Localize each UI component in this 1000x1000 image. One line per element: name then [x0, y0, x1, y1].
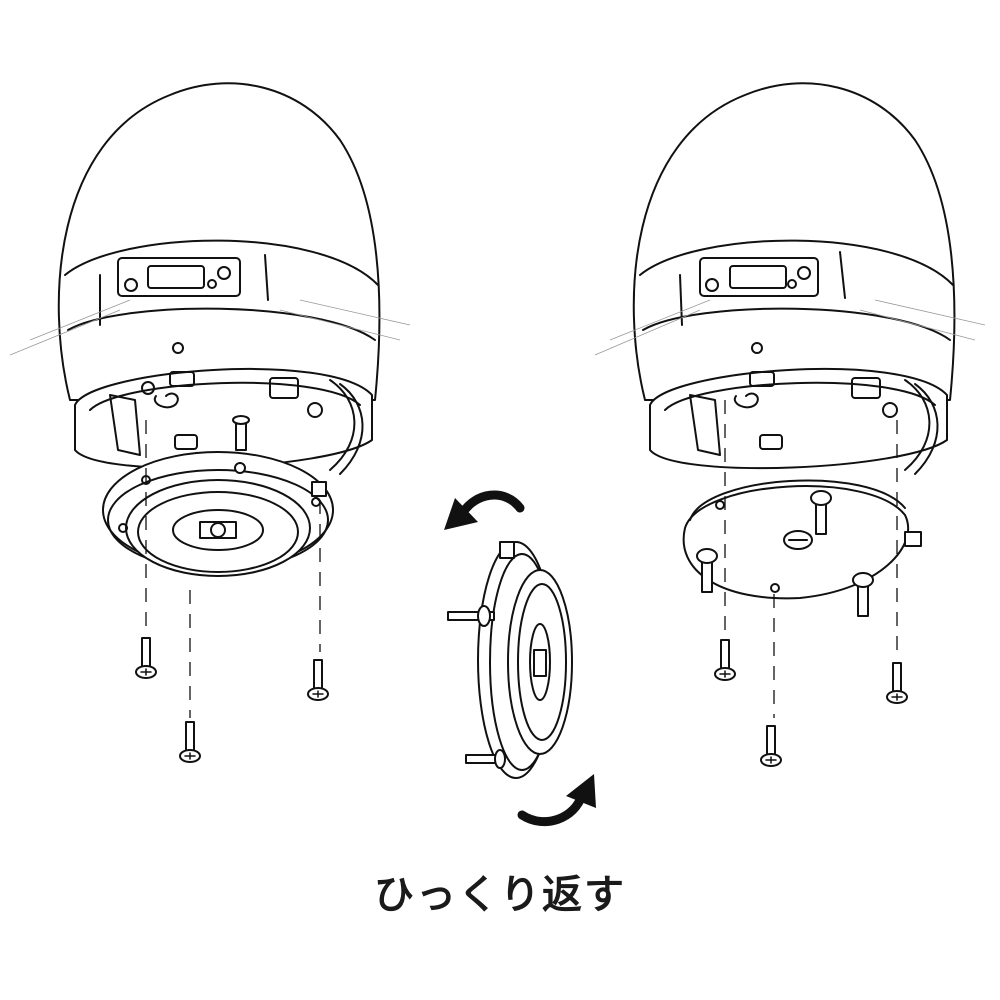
camera-right — [594, 82, 986, 767]
screw-right-1 — [714, 639, 736, 681]
rotate-arrow-top-icon — [444, 490, 525, 530]
camera-left — [9, 82, 411, 763]
screw-right-2 — [760, 725, 782, 767]
screw-left-1 — [135, 637, 157, 679]
screw-left-2 — [179, 721, 201, 763]
mount-plate-right — [682, 479, 922, 617]
screw-right-3 — [886, 662, 908, 704]
mount-plate-flipping — [447, 541, 573, 779]
caption-flip: ひっくり返す — [374, 872, 626, 918]
rotate-arrow-bottom-icon — [517, 774, 596, 827]
screw-left-3 — [307, 659, 329, 701]
connector-panel-left — [117, 257, 241, 297]
mount-base-left — [102, 451, 334, 577]
connector-panel-right — [699, 257, 819, 297]
